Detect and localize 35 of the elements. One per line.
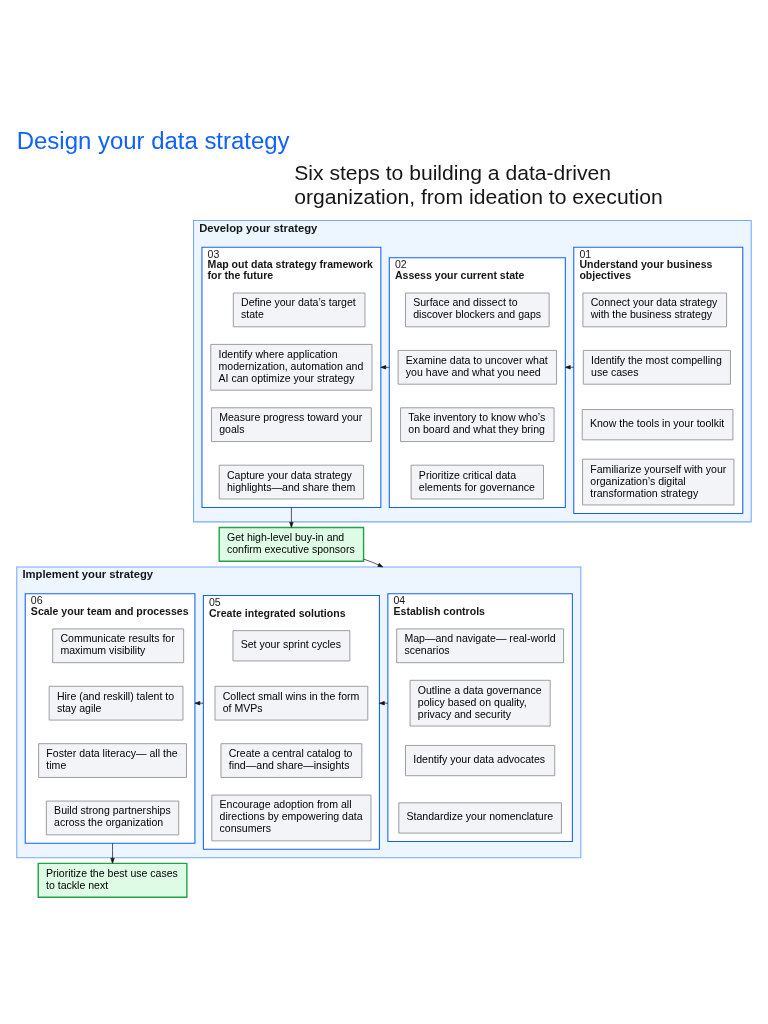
node-box: Communicate results for maximum visibility	[52, 628, 185, 664]
node-box: Connect your data strategy with the business strategy	[582, 292, 727, 328]
node-box: Get high-level buy-in and confirm executive sponsors	[218, 526, 365, 562]
arrow	[194, 701, 204, 706]
node-box: Foster data literacy— all the time	[38, 743, 187, 778]
node-box: Outline a data governance policy based on quality, privacy and security	[409, 679, 551, 727]
node-box: Define your data’s target state	[232, 292, 366, 328]
arrow	[110, 842, 115, 864]
node-box: Build strong partnerships across the organization	[45, 800, 180, 836]
diagram-title: Design your data strategy	[16, 126, 290, 154]
node-box: Familiarize yourself with your organization’s digital transformation strategy	[582, 458, 735, 506]
node-box: Hire (and reskill) talent to stay agile	[48, 685, 184, 721]
arrow	[564, 365, 575, 370]
arrow	[380, 365, 390, 370]
node-box: Map—and navigate— real-world scenarios	[396, 628, 564, 664]
node-box: Identify where application modernization, automation and AI can optimize your strategy	[210, 344, 373, 391]
label: Six steps to building a data-driven organization, from ideation to execution	[294, 161, 663, 208]
node-box: Know the tools in your toolkit	[581, 409, 734, 441]
node-box: Prioritize critical data elements for governance	[410, 464, 544, 500]
node-box: Standardize your nomenclature	[398, 802, 562, 834]
node-box: Measure progress toward your goals	[211, 407, 372, 442]
node-box: Collect small wins in the form of MVPs	[214, 685, 369, 721]
node-box: Examine data to uncover what you have and what you need	[397, 349, 557, 385]
node-box: Prioritize the best use cases to tackle next	[37, 862, 188, 898]
node-box: Identify the most compelling use cases	[582, 349, 731, 385]
arrow	[379, 701, 389, 706]
node-box: Take inventory to know who’s on board and what they bring	[400, 407, 555, 442]
node-box: Capture your data strategy highlights—and share them	[218, 464, 364, 500]
node-box: Encourage adoption from all directions by empowering data consumers	[211, 794, 372, 842]
node-box: Surface and dissect to discover blockers and gaps	[405, 292, 550, 328]
arrow	[289, 507, 294, 528]
node-box: Create a central catalog to find—and share—insights	[220, 743, 363, 778]
arrow	[363, 558, 384, 568]
node-box: Identify your data advocates	[405, 745, 556, 777]
node-box: Set your sprint cycles	[232, 630, 351, 662]
